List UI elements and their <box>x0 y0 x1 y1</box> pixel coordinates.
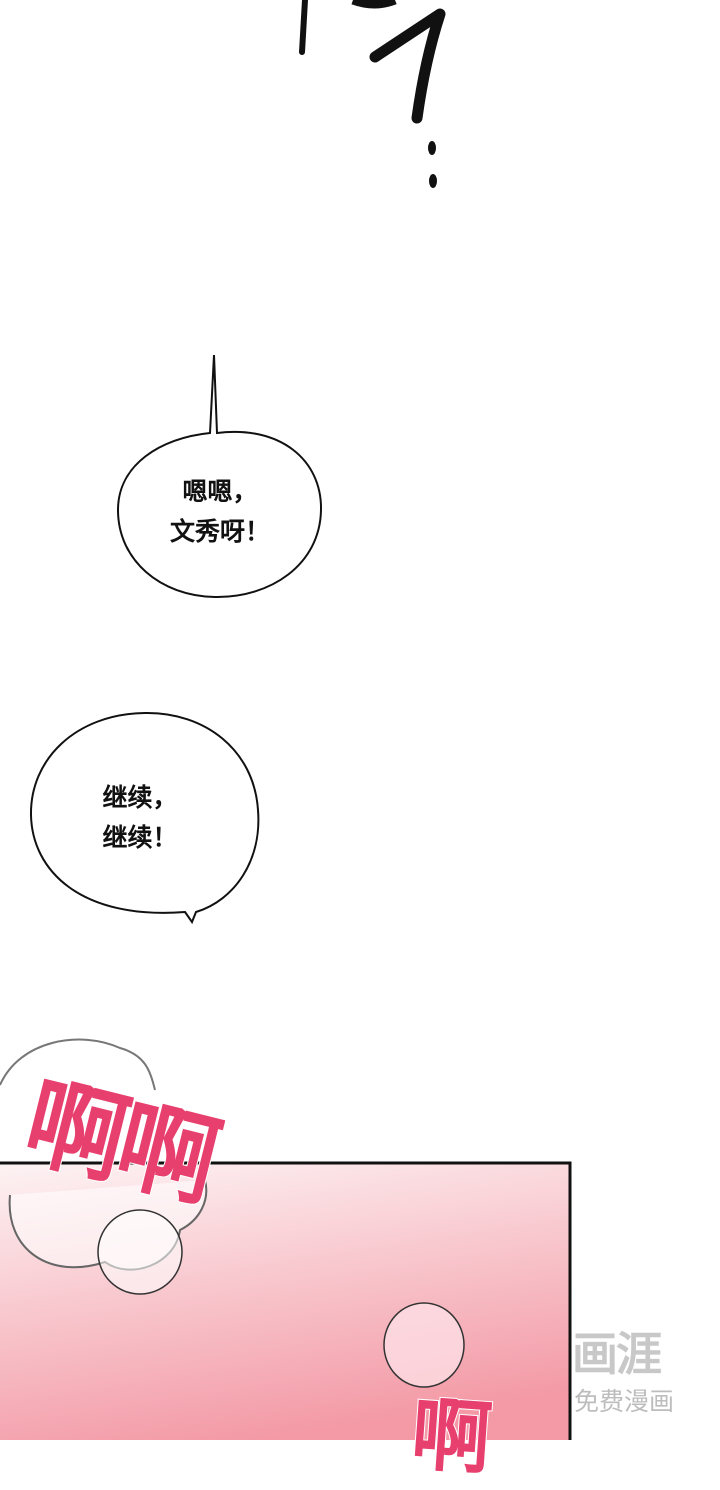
bubble2-line2: 继续！ <box>102 823 178 852</box>
watermark-logo: 画涯 <box>572 1327 662 1381</box>
bubble2-text: 继续， 继续！ <box>60 778 220 858</box>
sfx-a: 啊 <box>407 1387 489 1487</box>
bubble1-line1: 嗯嗯， <box>182 477 258 506</box>
bubble-orb <box>97 1209 183 1295</box>
artwork-layer <box>0 0 572 1440</box>
watermark-caption: 免费漫画 <box>574 1387 675 1416</box>
speech-bubble-1 <box>116 354 323 599</box>
bubble2-line1: 继续， <box>102 783 178 812</box>
cloud-outline <box>0 1038 156 1091</box>
handwritten-question-mark-icon <box>299 0 446 188</box>
bubble1-text: 嗯嗯， 文秀呀！ <box>140 472 300 552</box>
bubble1-line2: 文秀呀！ <box>169 517 270 546</box>
bubble-orb <box>383 1302 465 1388</box>
speech-bubble-2 <box>29 711 260 925</box>
